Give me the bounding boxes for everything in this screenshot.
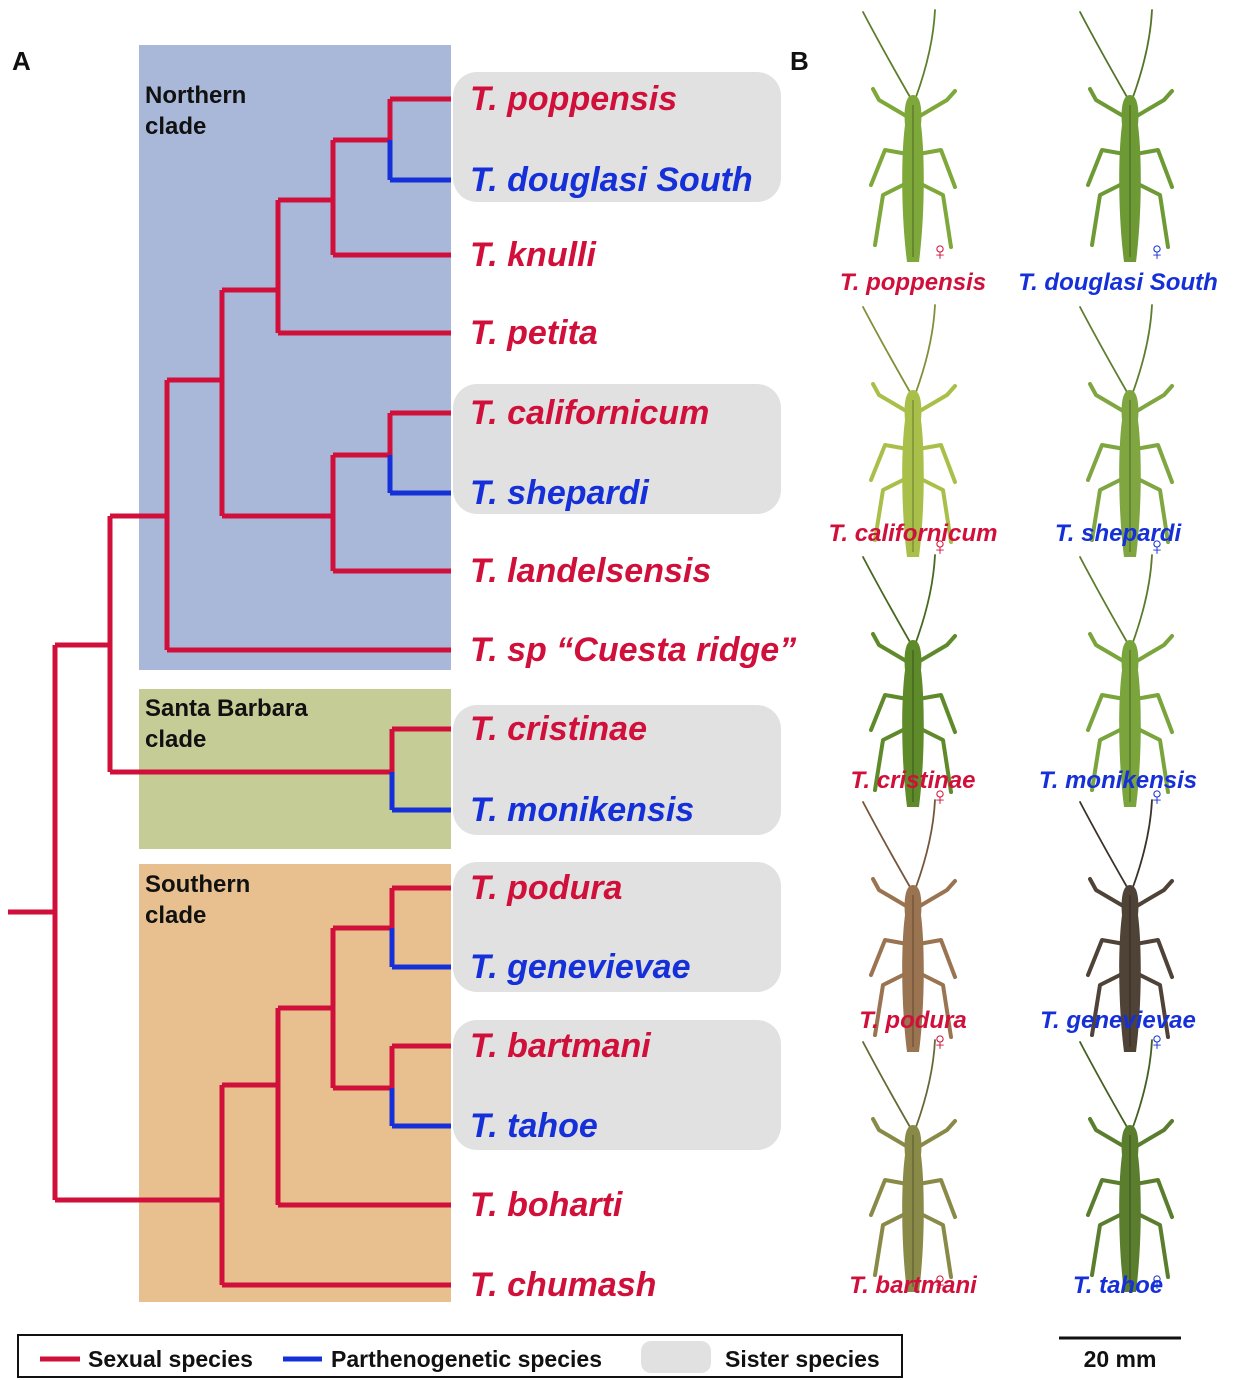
species-label: T. petita (470, 314, 598, 352)
antenna (863, 12, 910, 97)
specimen-photo: ♀T. podura (859, 800, 967, 1056)
legend-sister-swatch (641, 1341, 711, 1373)
antenna (1080, 1042, 1127, 1127)
antenna (1080, 12, 1127, 97)
photo-species-label: T. cristinae (851, 767, 976, 794)
antenna (1133, 555, 1152, 642)
specimen-photo: ♀T. monikensis (1039, 555, 1197, 811)
southern-clade-box (139, 864, 451, 1302)
species-label: T. genevievae (470, 948, 691, 986)
antenna (1133, 305, 1152, 392)
antenna (916, 305, 935, 392)
species-label: T. douglasi South (470, 161, 753, 199)
female-symbol: ♀ (930, 236, 950, 266)
legend-sexual-label: Sexual species (88, 1346, 253, 1372)
photo-species-label: T. genevievae (1040, 1007, 1196, 1034)
photo-species-label: T. monikensis (1039, 767, 1197, 794)
antenna (916, 800, 935, 887)
specimen-photo: ♀T. genevievae (1040, 800, 1196, 1056)
photo-species-label: T. podura (859, 1007, 967, 1034)
species-label: T. shepardi (470, 474, 650, 512)
legend-parthenogenetic-label: Parthenogenetic species (331, 1346, 602, 1372)
species-label: T. knulli (470, 236, 597, 274)
photo-species-label: T. shepardi (1055, 520, 1183, 547)
sister-species-boxes (453, 72, 781, 1150)
photo-species-label: T. californicum (829, 520, 998, 547)
legend-sister-label: Sister species (725, 1346, 880, 1372)
specimen-photo: ♀ T. poppensis (840, 10, 986, 296)
species-label: T. poppensis (470, 80, 677, 118)
scale-bar-label: 20 mm (1084, 1346, 1157, 1372)
panel-label-b: B (790, 46, 809, 76)
antenna (863, 307, 910, 392)
female-symbol: ♀ (1147, 236, 1167, 266)
specimen-photo: ♀T. californicum (829, 305, 998, 561)
antenna (916, 10, 935, 97)
species-label: T. chumash (470, 1266, 656, 1304)
species-label: T. sp “Cuesta ridge” (470, 631, 796, 669)
photo-species-label: T. douglasi South (1018, 269, 1218, 296)
photo-species-label: T. bartmani (849, 1272, 978, 1299)
species-label: T. cristinae (470, 710, 647, 748)
specimen-photo: ♀T. tahoe (1073, 1040, 1172, 1299)
species-label: T. bartmani (470, 1027, 652, 1065)
specimen-photo: ♀T. shepardi (1055, 305, 1183, 561)
species-label: T. podura (470, 869, 622, 907)
specimen-photos: ♀ T. poppensis ♀ T. douglasi South ♀T. calif… (829, 10, 1218, 1299)
antenna (916, 555, 935, 642)
specimen-photo: ♀T. bartmani (849, 1040, 978, 1299)
species-label: T. tahoe (470, 1107, 598, 1145)
antenna (1133, 800, 1152, 887)
antenna (1080, 307, 1127, 392)
species-label: T. monikensis (470, 791, 694, 829)
photo-species-label: T. poppensis (840, 269, 986, 296)
specimen-photo: ♀ T. douglasi South (1018, 10, 1218, 296)
antenna (1080, 557, 1127, 642)
antenna (1080, 802, 1127, 887)
antenna (863, 802, 910, 887)
antenna (863, 557, 910, 642)
panel-label-a: A (12, 46, 31, 76)
antenna (863, 1042, 910, 1127)
species-label: T. landelsensis (470, 552, 711, 590)
antenna (1133, 10, 1152, 97)
photo-species-label: T. tahoe (1073, 1272, 1163, 1299)
species-label: T. boharti (470, 1186, 624, 1224)
species-label: T. californicum (470, 394, 709, 432)
specimen-photo: ♀T. cristinae (851, 555, 976, 811)
